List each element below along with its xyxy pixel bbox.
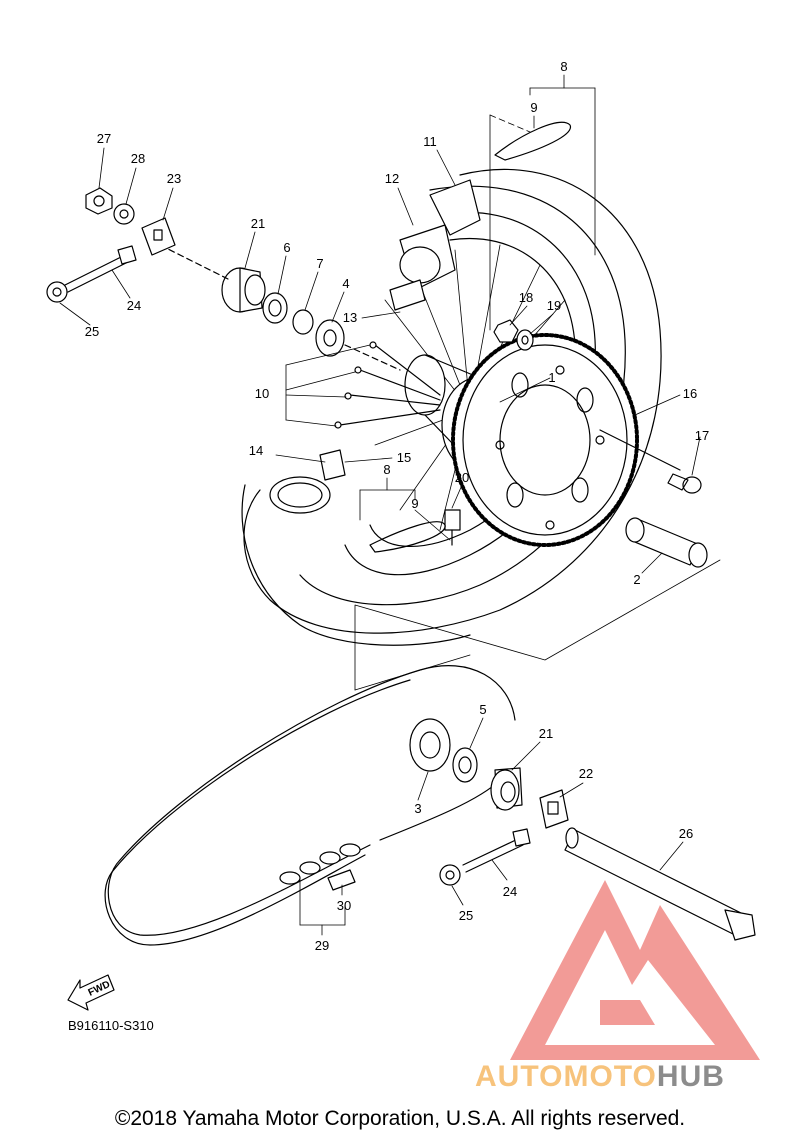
callout-10: 10 [255,386,269,401]
callout-21-lower: 21 [539,726,553,741]
leader-lines [59,74,701,936]
diagram-code: B916110-S310 [68,1018,154,1033]
copyright-notice: ©2018 Yamaha Motor Corporation, U.S.A. A… [114,1107,686,1130]
tube-9 [369,121,571,553]
rim-lock [389,179,481,311]
callout-28: 28 [131,151,145,166]
brand-part-2: HUB [657,1060,725,1093]
callout-25-lower: 25 [459,908,473,923]
callout-20: 20 [455,470,469,485]
callout-1: 1 [548,370,555,385]
callout-8-upper: 8 [560,59,567,74]
sprocket-bolt [599,429,702,494]
callout-5: 5 [479,702,486,717]
callout-19: 19 [547,298,561,313]
callout-29: 29 [315,938,329,953]
rim-band [269,449,346,514]
right-side-components [409,718,756,941]
valve [444,509,461,546]
callout-27: 27 [97,131,111,146]
callout-24-lower: 24 [503,884,517,899]
callout-30: 30 [337,898,351,913]
left-chain-puller [46,187,176,303]
callout-2: 2 [633,572,640,587]
callout-8-lower: 8 [383,462,390,477]
callout-15: 15 [397,450,411,465]
watermark-brand: AUTOMOTOHUB [475,1060,725,1093]
callout-labels: 27 28 23 21 6 7 4 24 25 10 13 12 11 8 9 … [85,59,709,953]
callout-17: 17 [695,428,709,443]
callout-24-upper: 24 [127,298,141,313]
brand-part-1: AUTOMOTO [475,1060,657,1093]
callout-18: 18 [519,290,533,305]
callout-12: 12 [385,171,399,186]
callout-25-upper: 25 [85,324,99,339]
callout-14: 14 [249,443,263,458]
callout-21-upper: 21 [251,216,265,231]
callout-4: 4 [342,276,349,291]
callout-26: 26 [679,826,693,841]
detail-box [354,559,721,691]
left-spacer-bearing [159,244,401,371]
sprocket [451,333,639,547]
collar [625,517,708,568]
callout-13: 13 [343,310,357,325]
callout-9-lower: 9 [411,496,418,511]
watermark-logo [510,880,760,1060]
callout-6: 6 [283,240,290,255]
rear-wheel-parts-diagram: FWD B916110-S310 27 28 23 21 6 7 4 24 25… [46,59,760,1093]
drive-chain [104,665,516,946]
callout-16: 16 [683,386,697,401]
chain-joint [279,843,361,891]
spoke-set [334,341,441,429]
callout-22: 22 [579,766,593,781]
callout-11: 11 [423,134,437,149]
callout-7: 7 [316,256,323,271]
callout-9-upper: 9 [530,100,537,115]
nut-washer-18-19 [493,319,534,351]
fwd-arrow-icon: FWD [67,974,115,1011]
callout-3: 3 [414,801,421,816]
callout-23: 23 [167,171,181,186]
